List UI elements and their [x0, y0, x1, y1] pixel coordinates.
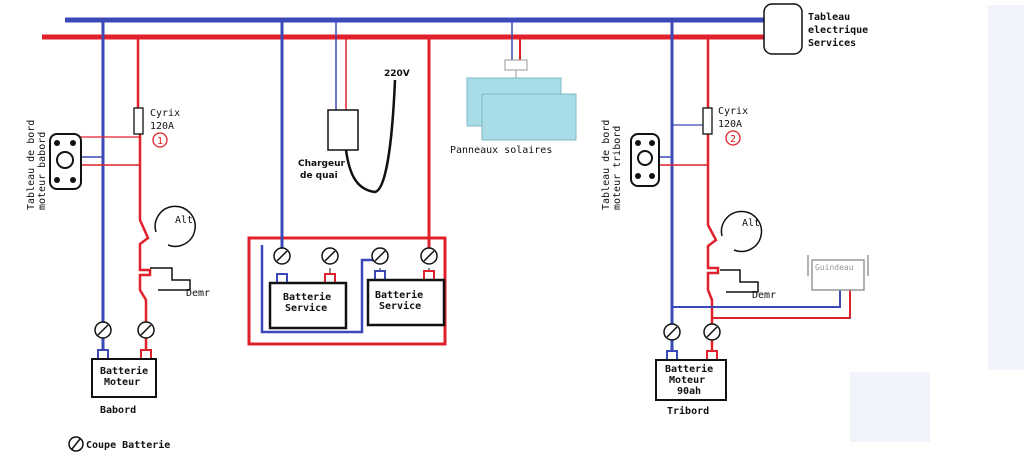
starter-left	[150, 267, 191, 291]
chargeur-label-2: de quai	[300, 171, 338, 181]
voltage-label: 220V	[384, 69, 410, 79]
starter-right-label: Demr	[752, 290, 776, 301]
tableau-services-label-1: Tableau	[808, 12, 850, 23]
cyrix-left-number: 1	[157, 136, 163, 147]
cyrix-left-label-1: Cyrix	[150, 108, 180, 119]
starter-left-label: Demr	[186, 288, 210, 299]
cyrix-right-number: 2	[730, 134, 736, 145]
batterie-moteur-tribord-label-3: 90ah	[677, 386, 701, 397]
alternator-left	[154, 205, 196, 248]
alternator-right-label: Alt	[742, 218, 760, 229]
tableau-tribord-label-2: moteur tribord	[612, 126, 623, 210]
cyrix-right-label-2: 120A	[718, 119, 742, 130]
cyrix-right-number-badge	[725, 130, 741, 146]
cyrix-right-label-1: Cyrix	[718, 106, 748, 117]
batterie-service-1	[268, 281, 348, 330]
legend-label: Coupe Batterie	[86, 439, 170, 451]
solar-panel-front	[481, 93, 577, 141]
alternator-left-label: Alt	[175, 215, 193, 226]
batterie-moteur-babord	[91, 358, 157, 398]
batterie-moteur-tribord-label-2: Moteur	[669, 375, 705, 386]
babord-circuit: Cyrix 120A 1 Tableau de bord moteur babo…	[26, 20, 210, 416]
batterie-service-2-label-1: Batterie	[375, 289, 423, 301]
tableau-tribord-label-1: Tableau de bord	[601, 120, 612, 210]
alternator-right	[720, 210, 763, 253]
batterie-service-2	[366, 278, 446, 327]
batterie-service-1-label-2: Service	[285, 302, 327, 314]
cyrix-left-number-badge	[152, 132, 168, 148]
cyrix-left-label-2: 120A	[150, 121, 174, 132]
tableau-services-box	[763, 3, 803, 55]
cyrix-left	[133, 107, 144, 135]
tableau-babord-box	[49, 133, 82, 190]
batterie-service-1-label-1: Batterie	[283, 291, 331, 303]
tableau-services-label-2: electrique	[808, 24, 868, 36]
tableau-tribord-box	[630, 133, 660, 187]
batterie-moteur-babord-label-1: Batterie	[100, 365, 148, 377]
solar-panels: Panneaux solaires	[450, 20, 577, 156]
tableau-babord-label-1: Tableau de bord	[26, 120, 37, 210]
background-panel-bottom	[850, 372, 930, 442]
tableau-babord-label-2: moteur babord	[37, 132, 48, 210]
tribord-circuit: Cyrix 120A 2 Tableau de bord moteur trib…	[601, 20, 869, 417]
guindeau-label: Guindeau	[815, 263, 854, 272]
cyrix-right	[702, 107, 713, 135]
babord-label: Babord	[100, 405, 136, 416]
batterie-moteur-babord-label-2: Moteur	[104, 377, 140, 388]
batterie-moteur-tribord	[655, 359, 727, 401]
service-circuit: 220V Chargeur de quai Batterie Service B…	[247, 20, 447, 346]
tribord-label: Tribord	[667, 405, 709, 417]
chargeur-label-1: Chargeur	[298, 159, 345, 169]
guindeau-box	[811, 259, 865, 291]
batterie-service-2-label-2: Service	[379, 300, 421, 312]
tableau-services-label-3: Services	[808, 37, 856, 49]
panneaux-label: Panneaux solaires	[450, 145, 552, 156]
chargeur-quai	[327, 109, 359, 151]
starter-right	[720, 269, 759, 293]
background-panel-right	[988, 5, 1024, 370]
legend: Coupe Batterie	[68, 436, 170, 452]
batterie-moteur-tribord-label-1: Batterie	[665, 363, 713, 375]
